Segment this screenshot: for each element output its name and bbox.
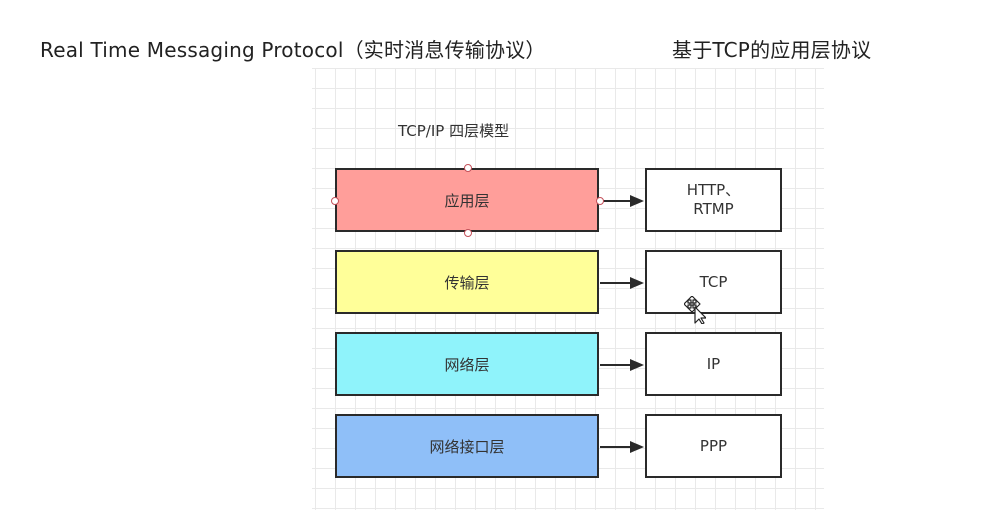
protocol-label: IP: [706, 354, 721, 373]
layer-transport[interactable]: 传输层: [335, 250, 599, 314]
protocol-label: TCP: [699, 272, 728, 291]
arrow-connector[interactable]: [600, 359, 644, 371]
protocol-label: HTTP、 RTMP: [686, 181, 741, 218]
protocol-tcp[interactable]: TCP: [645, 250, 782, 314]
heading-rtmp: Real Time Messaging Protocol（实时消息传输协议）: [40, 38, 546, 62]
diagram-title[interactable]: TCP/IP 四层模型: [398, 122, 510, 140]
resize-handle-right[interactable]: [596, 197, 604, 205]
arrow-connector[interactable]: [600, 277, 644, 289]
layer-label: 网络层: [444, 355, 490, 374]
arrow-connector[interactable]: [600, 195, 644, 207]
resize-handle-top[interactable]: [464, 164, 472, 172]
move-cursor-icon: [684, 296, 706, 324]
resize-handle-left[interactable]: [331, 197, 339, 205]
arrow-connector[interactable]: [600, 441, 644, 453]
heading-application-layer: 基于TCP的应用层协议: [672, 38, 872, 62]
protocol-http-rtmp[interactable]: HTTP、 RTMP: [645, 168, 782, 232]
layer-label: 应用层: [444, 191, 490, 210]
layer-application[interactable]: 应用层: [335, 168, 599, 232]
protocol-label: PPP: [699, 436, 728, 455]
protocol-ip[interactable]: IP: [645, 332, 782, 396]
layer-network-interface[interactable]: 网络接口层: [335, 414, 599, 478]
layer-label: 传输层: [444, 273, 490, 292]
layer-network[interactable]: 网络层: [335, 332, 599, 396]
layer-label: 网络接口层: [429, 437, 505, 456]
resize-handle-bottom[interactable]: [464, 229, 472, 237]
protocol-ppp[interactable]: PPP: [645, 414, 782, 478]
